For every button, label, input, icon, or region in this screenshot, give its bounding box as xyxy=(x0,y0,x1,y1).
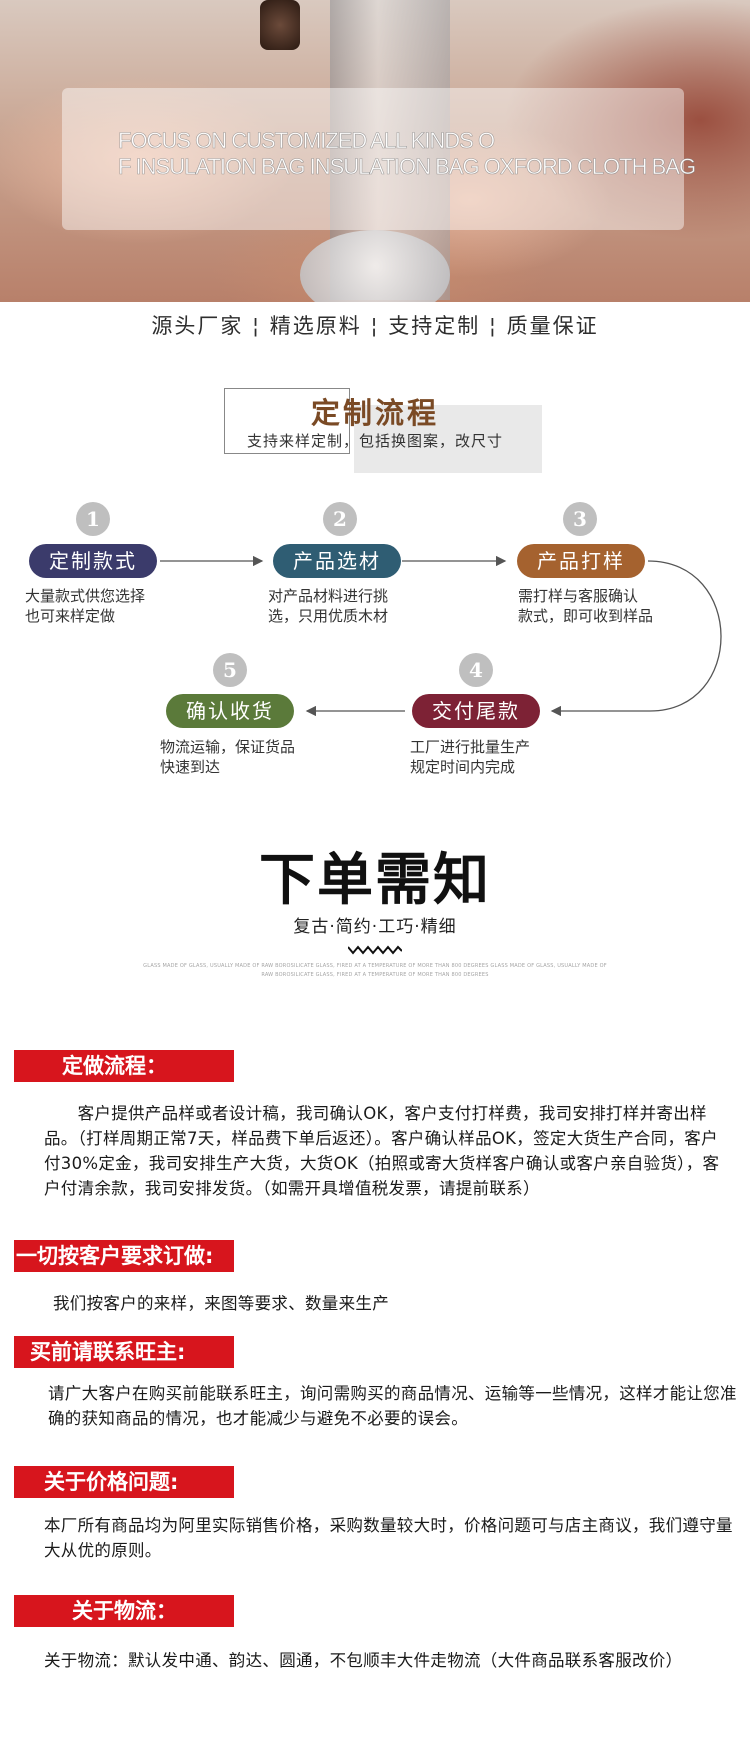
section-body-contact-before-buy: 请广大客户在购买前能联系旺主，询问需购买的商品情况、运输等一些情况，这样才能让您… xyxy=(48,1384,737,1428)
step-4-desc-line-2: 规定时间内完成 xyxy=(410,758,516,776)
tagline: 源头厂家 ¦ 精选原料 ¦ 支持定制 ¦ 质量保证 xyxy=(151,314,599,338)
step-5-desc-line-2: 快速到达 xyxy=(160,758,221,776)
section-body-price: 本厂所有商品均为阿里实际销售价格，采购数量较大时，价格问题可与店主商议，我们遵守… xyxy=(44,1516,733,1560)
process-title-shade xyxy=(354,405,542,473)
step-2-desc-line-1: 对产品材料进行挑 xyxy=(268,587,389,605)
section-heading-custom-process: 定做流程： xyxy=(14,1050,234,1082)
step-2-desc-line-2: 选，只用优质木材 xyxy=(268,607,389,625)
machine-knob xyxy=(260,0,300,50)
zigzag-divider xyxy=(348,945,402,955)
step-3-desc-line-2: 款式，即可收到样品 xyxy=(518,607,654,625)
step-1-desc-line-2: 也可来样定做 xyxy=(25,607,116,625)
arrow-3-4 xyxy=(550,560,722,717)
section-heading-logistics: 关于物流： xyxy=(14,1595,234,1627)
section-heading-custom-order: 一切按客户要求订做: xyxy=(14,1240,234,1272)
section-body-custom-order: 我们按客户的来样，来图等要求、数量来生产 xyxy=(53,1294,389,1313)
hero-line-2: F INSULATION BAG INSULATION BAG OXFORD C… xyxy=(118,154,697,180)
section-body-custom-process: 客户提供产品样或者设计稿，我司确认OK，客户支付打样费，我司安排打样并寄出样品。… xyxy=(44,1104,720,1198)
needle-plate-image xyxy=(300,230,450,302)
step-1-label: 定制款式 xyxy=(29,544,157,578)
step-3-desc-line-1: 需打样与客服确认 xyxy=(518,587,639,605)
section-heading-contact-before-buy: 买前请联系旺主: xyxy=(14,1336,234,1368)
step-3-label: 产品打样 xyxy=(517,544,645,578)
process-subtitle: 支持来样定制，包括换图案，改尺寸 xyxy=(246,432,503,450)
section-heading-price: 关于价格问题: xyxy=(14,1466,234,1498)
section-body-logistics: 关于物流：默认发中通、韵达、圆通，不包顺丰大件走物流（大件商品联系客服改价） xyxy=(44,1651,683,1670)
process-title: 定制流程 xyxy=(310,396,439,430)
step-5-desc-line-1: 物流运输，保证货品 xyxy=(160,738,296,756)
step-1-number: 1 xyxy=(76,502,110,536)
process-title-frame xyxy=(224,388,350,454)
hero-banner: FOCUS ON CUSTOMIZED ALL KINDS O F INSULA… xyxy=(0,0,750,302)
step-5-number: 5 xyxy=(213,653,247,687)
step-2-number: 2 xyxy=(323,502,357,536)
step-1-desc-line-1: 大量款式供您选择 xyxy=(25,587,146,605)
step-2-label: 产品选材 xyxy=(273,544,401,578)
step-5-label: 确认收货 xyxy=(166,694,294,728)
hero-text-box xyxy=(62,88,684,230)
step-4-number: 4 xyxy=(459,653,493,687)
step-4-desc-line-1: 工厂进行批量生产 xyxy=(410,738,531,756)
hero-line-1: FOCUS ON CUSTOMIZED ALL KINDS O xyxy=(118,128,496,154)
process-arrows xyxy=(160,555,722,717)
step-3-number: 3 xyxy=(563,502,597,536)
fine-print-line-1: GLASS MADE OF GLASS, USUALLY MADE OF RAW… xyxy=(143,963,607,969)
notice-title: 下单需知 xyxy=(259,848,491,913)
step-4-label: 交付尾款 xyxy=(412,694,540,728)
fine-print-line-2: RAW BOROSILICATE GLASS, FIRED AT A TEMPE… xyxy=(261,972,489,978)
notice-subtitle: 复古·简约·工巧·精细 xyxy=(293,917,457,937)
